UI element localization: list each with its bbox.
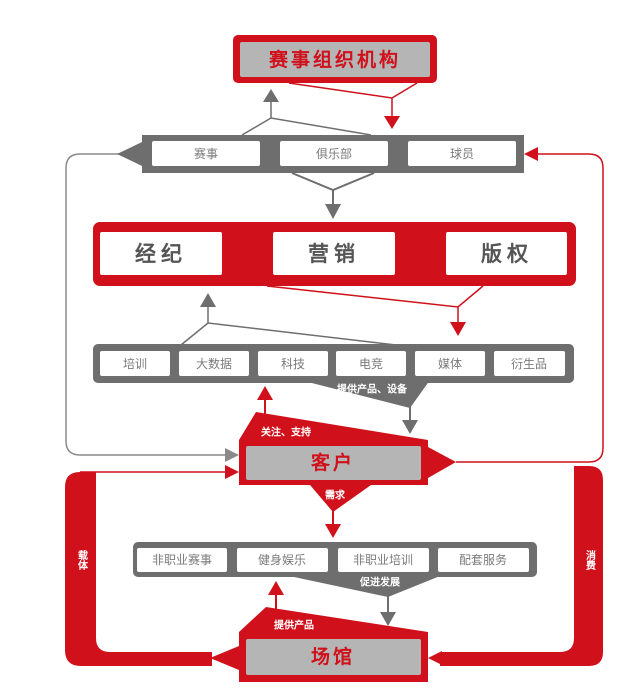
arrow-up-icon [257, 386, 273, 400]
venue-box[interactable]: 场馆 提供产品 [210, 607, 428, 682]
connector-club-to-org [241, 117, 372, 136]
support-label: 关注、支持 [261, 426, 311, 439]
carrier-label: 载体 [76, 549, 88, 571]
loop-club-to-customer [65, 153, 228, 456]
club-bar: 赛事 俱乐部 球员 [117, 135, 524, 173]
club-item-players[interactable]: 球员 [408, 141, 516, 166]
connector-club-to-business [291, 172, 375, 192]
arrow-down-icon [325, 204, 341, 219]
tech-item[interactable]: 大数据 [179, 351, 249, 376]
svg-text:非职业赛事: 非职业赛事 [152, 552, 212, 567]
svg-text:俱乐部: 俱乐部 [316, 146, 352, 161]
arrow-down-icon [402, 420, 418, 434]
business-item-copyright[interactable]: 版权 [446, 232, 567, 275]
svg-text:配套服务: 配套服务 [459, 552, 507, 567]
customer-box[interactable]: 客户 关注、支持 需求 [239, 412, 456, 512]
organizer-box[interactable]: 赛事组织机构 [233, 35, 437, 83]
business-bar: 经纪 营销 版权 [93, 222, 576, 286]
svg-text:媒体: 媒体 [438, 357, 462, 371]
service-bar: 非职业赛事 健身娱乐 非职业培训 配套服务 促进发展 [133, 542, 537, 597]
svg-text:非职业培训: 非职业培训 [353, 552, 413, 567]
svg-text:健身娱乐: 健身娱乐 [258, 552, 306, 567]
tech-item[interactable]: 电竞 [336, 351, 406, 376]
svg-text:赛事: 赛事 [194, 146, 218, 161]
svg-text:营销: 营销 [308, 242, 360, 266]
service-item[interactable]: 非职业培训 [338, 548, 429, 572]
svg-text:电竞: 电竞 [359, 357, 383, 371]
connector-tech-to-business [180, 322, 397, 346]
customer-title: 客户 [311, 451, 355, 474]
svg-text:经纪: 经纪 [135, 242, 187, 266]
arrow-up-icon [200, 293, 216, 307]
business-item-agency[interactable]: 经纪 [100, 232, 222, 275]
arrow-up-icon [263, 89, 279, 102]
tech-caption: 提供产品、设备 [337, 383, 408, 396]
connector-org-to-club [288, 82, 418, 99]
tech-item[interactable]: 衍生品 [494, 351, 565, 376]
demand-label: 需求 [325, 489, 346, 502]
consumption-label: 消费 [584, 549, 596, 571]
arrow-left-icon [428, 651, 442, 665]
arrow-down-icon [450, 322, 466, 336]
arrow-up-icon [268, 581, 284, 595]
service-item[interactable]: 非职业赛事 [137, 548, 227, 572]
club-item-events[interactable]: 赛事 [152, 141, 260, 166]
loop-customer-to-club [456, 153, 604, 463]
consumption-bracket [440, 466, 603, 666]
svg-text:球员: 球员 [450, 147, 474, 161]
service-item[interactable]: 健身娱乐 [237, 548, 328, 572]
provide-label: 提供产品 [274, 619, 314, 632]
svg-text:培训: 培训 [123, 356, 147, 371]
svg-text:科技: 科技 [281, 357, 305, 371]
arrowheads [200, 89, 538, 665]
svg-text:大数据: 大数据 [196, 356, 232, 371]
club-item-club[interactable]: 俱乐部 [280, 141, 388, 166]
tech-item[interactable]: 科技 [258, 351, 328, 376]
venue-title: 场馆 [311, 645, 355, 668]
organizer-title: 赛事组织机构 [268, 48, 401, 71]
arrow-down-icon [384, 116, 400, 129]
arrow-down-icon [325, 524, 341, 538]
arrow-down-icon [380, 612, 396, 626]
carrier-bracket [65, 472, 212, 666]
svg-text:衍生品: 衍生品 [511, 357, 547, 371]
svg-text:版权: 版权 [481, 242, 533, 266]
arrow-right-icon [225, 448, 239, 462]
arrow-right-icon [225, 465, 239, 479]
tech-bar: 培训 大数据 科技 电竞 媒体 衍生品 提供产品、设备 [93, 344, 574, 408]
business-item-marketing[interactable]: 营销 [273, 232, 395, 275]
tech-item[interactable]: 媒体 [415, 351, 485, 376]
service-item[interactable]: 配套服务 [438, 548, 529, 572]
connector-business-to-tech [266, 285, 484, 308]
arrow-left-icon [524, 147, 538, 161]
service-caption: 促进发展 [359, 576, 400, 589]
tech-item[interactable]: 培训 [100, 351, 170, 376]
